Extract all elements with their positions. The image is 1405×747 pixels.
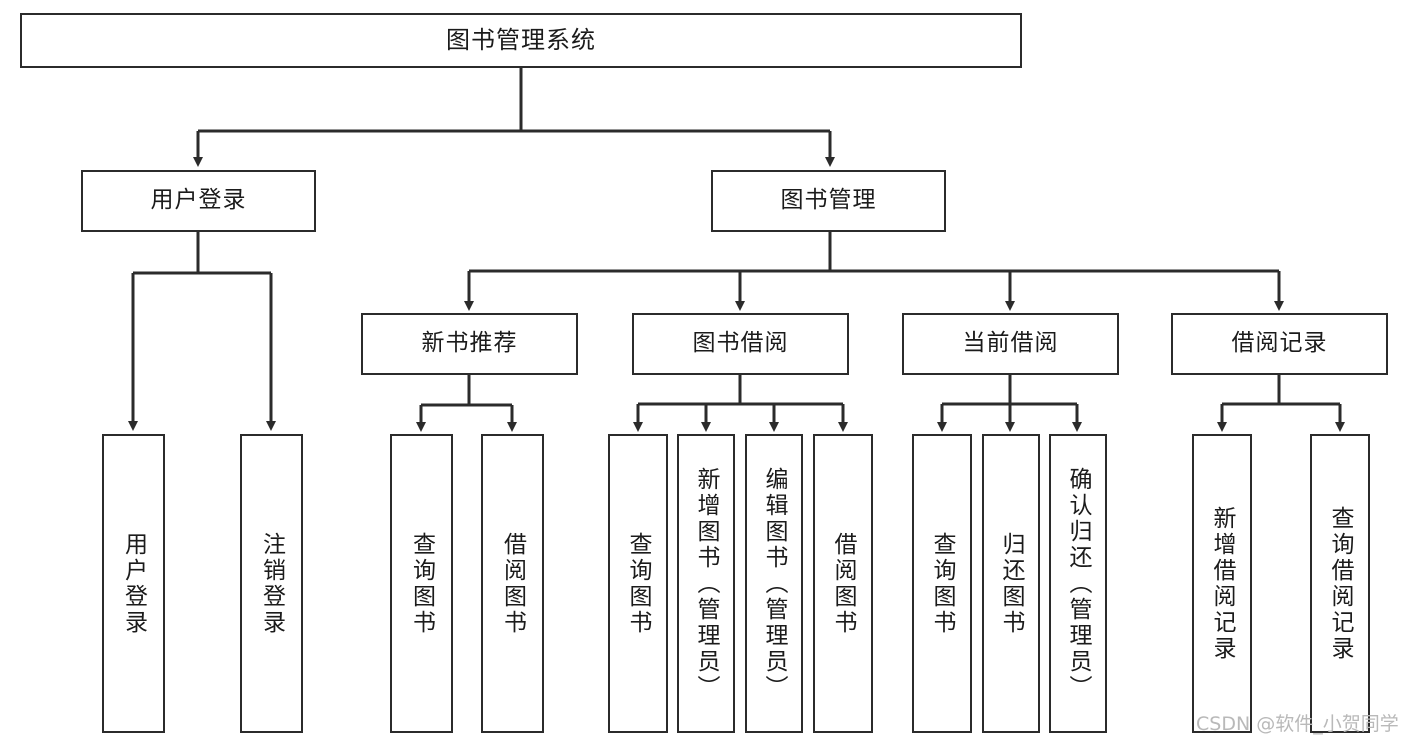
csdn-watermark: CSDN @软件_小贺同学	[1196, 713, 1399, 735]
node-label: 编辑图书（管理员）	[761, 466, 788, 701]
node-current-borrowing[interactable]: 当前借阅	[902, 313, 1119, 375]
node-root-book-management-system[interactable]: 图书管理系统	[20, 13, 1022, 68]
node-label: 借阅图书	[499, 531, 526, 636]
node-label: 新增借阅记录	[1209, 505, 1236, 662]
node-label: 用户登录	[120, 531, 147, 636]
node-leaf-query-book-borrowing[interactable]: 查询图书	[608, 434, 668, 733]
node-label: 查询图书	[929, 531, 956, 636]
node-label: 归还图书	[998, 531, 1025, 636]
node-label: 查询图书	[625, 531, 652, 636]
node-leaf-query-book-current[interactable]: 查询图书	[912, 434, 972, 733]
node-borrowing-record[interactable]: 借阅记录	[1171, 313, 1388, 375]
node-label: 查询借阅记录	[1327, 505, 1354, 662]
node-book-management[interactable]: 图书管理	[711, 170, 946, 232]
node-leaf-logout[interactable]: 注销登录	[240, 434, 303, 733]
node-label: 借阅图书	[830, 531, 857, 636]
node-leaf-edit-book-admin[interactable]: 编辑图书（管理员）	[745, 434, 803, 733]
node-leaf-add-borrowing-record[interactable]: 新增借阅记录	[1192, 434, 1252, 733]
node-user-login[interactable]: 用户登录	[81, 170, 316, 232]
node-label: 确认归还（管理员）	[1065, 466, 1092, 701]
node-label: 查询图书	[408, 531, 435, 636]
node-leaf-add-book-admin[interactable]: 新增图书（管理员）	[677, 434, 735, 733]
node-leaf-query-borrowing-record[interactable]: 查询借阅记录	[1310, 434, 1370, 733]
node-leaf-borrow-book-borrowing[interactable]: 借阅图书	[813, 434, 873, 733]
node-leaf-query-book-recommendation[interactable]: 查询图书	[390, 434, 453, 733]
node-book-borrowing[interactable]: 图书借阅	[632, 313, 849, 375]
node-new-book-recommendation[interactable]: 新书推荐	[361, 313, 578, 375]
node-leaf-return-book[interactable]: 归还图书	[982, 434, 1040, 733]
node-label: 注销登录	[258, 531, 285, 636]
node-label: 新增图书（管理员）	[693, 466, 720, 701]
node-leaf-borrow-book-recommendation[interactable]: 借阅图书	[481, 434, 544, 733]
node-leaf-confirm-return-admin[interactable]: 确认归还（管理员）	[1049, 434, 1107, 733]
node-leaf-user-login[interactable]: 用户登录	[102, 434, 165, 733]
